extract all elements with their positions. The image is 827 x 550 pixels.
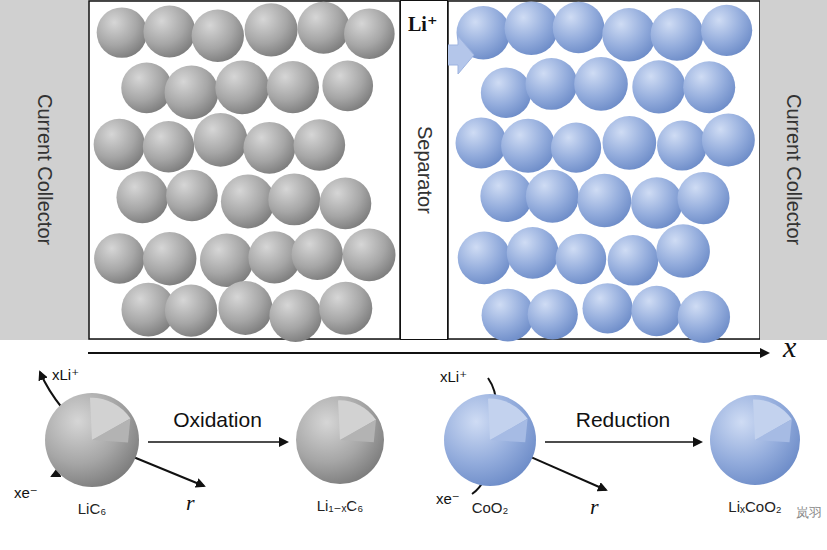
watermark: 岚羽 [796, 504, 822, 522]
particle [657, 121, 707, 171]
particle [631, 177, 682, 228]
particle [507, 227, 559, 279]
particle [166, 170, 218, 222]
particle [526, 170, 579, 223]
particle [602, 8, 655, 61]
band-label: Current Collector [782, 94, 805, 245]
particle [574, 57, 628, 111]
particle [268, 173, 320, 225]
particle [319, 177, 371, 229]
particle [582, 283, 632, 333]
particle [683, 61, 735, 113]
anode-box [89, 1, 400, 339]
compound-label: LiC₆ [44, 500, 140, 517]
current-collector: Current Collector [760, 0, 827, 340]
radius-label: r [186, 490, 195, 516]
particle [632, 60, 685, 113]
particle [481, 68, 531, 118]
particle [677, 172, 729, 224]
particle [656, 224, 710, 278]
particle [94, 119, 145, 170]
particle [292, 229, 343, 280]
particle [458, 231, 511, 284]
sphere-outline [709, 394, 801, 486]
particle [97, 7, 147, 57]
particle-sphere: CoO₂ [443, 393, 537, 487]
current-collector: Current Collector [0, 0, 88, 340]
particle [245, 3, 298, 56]
particle [456, 117, 507, 168]
edge-label: Oxidation [173, 408, 262, 432]
particle [501, 119, 555, 173]
particle [143, 232, 196, 285]
particle [344, 8, 395, 59]
reaction-arrow [148, 441, 287, 443]
particle-sphere: LiₓCoO₂ [709, 394, 801, 486]
particle [322, 60, 373, 111]
ion-label: xLi⁺ [52, 366, 79, 384]
particle [143, 5, 195, 57]
particle [243, 122, 295, 174]
particle [480, 170, 532, 222]
band-label: Current Collector [33, 94, 56, 245]
x-axis [88, 352, 768, 354]
edge-label: Reduction [576, 408, 671, 432]
particle [343, 229, 396, 282]
reaction-arrow [545, 441, 701, 443]
sphere-outline [443, 393, 537, 487]
axis-label: x [783, 330, 796, 364]
particle [94, 233, 145, 284]
particle [651, 8, 704, 61]
top-ground [0, 0, 827, 340]
electron-label: xe⁻ [14, 484, 38, 502]
particle [143, 121, 194, 172]
particle [631, 286, 681, 336]
particle [578, 174, 632, 228]
particle [215, 61, 269, 115]
particle [701, 5, 752, 56]
radius-label: r [590, 494, 599, 520]
sphere-outline [295, 395, 385, 485]
particle-sphere: Li₁₋ₓC₆ [295, 395, 385, 485]
ion-label: Li⁺ [408, 12, 437, 36]
particle [269, 290, 321, 342]
particle [603, 116, 657, 170]
particle [608, 235, 659, 286]
particle [525, 58, 577, 110]
particle [505, 1, 559, 55]
ion-label: xLi⁺ [440, 368, 467, 386]
electron-label: xe⁻ [436, 490, 460, 508]
compound-label: LiₓCoO₂ [709, 498, 801, 515]
separator: Separator [400, 0, 448, 340]
band-label: Separator [413, 126, 436, 214]
particle [121, 63, 172, 114]
particle [221, 175, 275, 229]
particle [294, 119, 346, 171]
particle [218, 281, 272, 335]
particle [319, 282, 372, 335]
particle [192, 10, 244, 62]
particle [194, 113, 248, 167]
sphere-outline [44, 392, 140, 488]
particle [702, 113, 755, 166]
particle [165, 284, 217, 336]
particle [200, 234, 253, 287]
particle-sphere: LiC₆ [44, 392, 140, 488]
cathode-box [448, 1, 760, 339]
particle [556, 234, 607, 285]
compound-label: Li₁₋ₓC₆ [295, 497, 385, 515]
particle [298, 2, 350, 54]
particle [528, 289, 578, 339]
particle [116, 171, 168, 223]
particle [482, 289, 535, 342]
particle [165, 65, 219, 119]
particle [551, 123, 601, 173]
particle [553, 2, 605, 54]
particle [267, 61, 319, 113]
particle [678, 291, 730, 343]
